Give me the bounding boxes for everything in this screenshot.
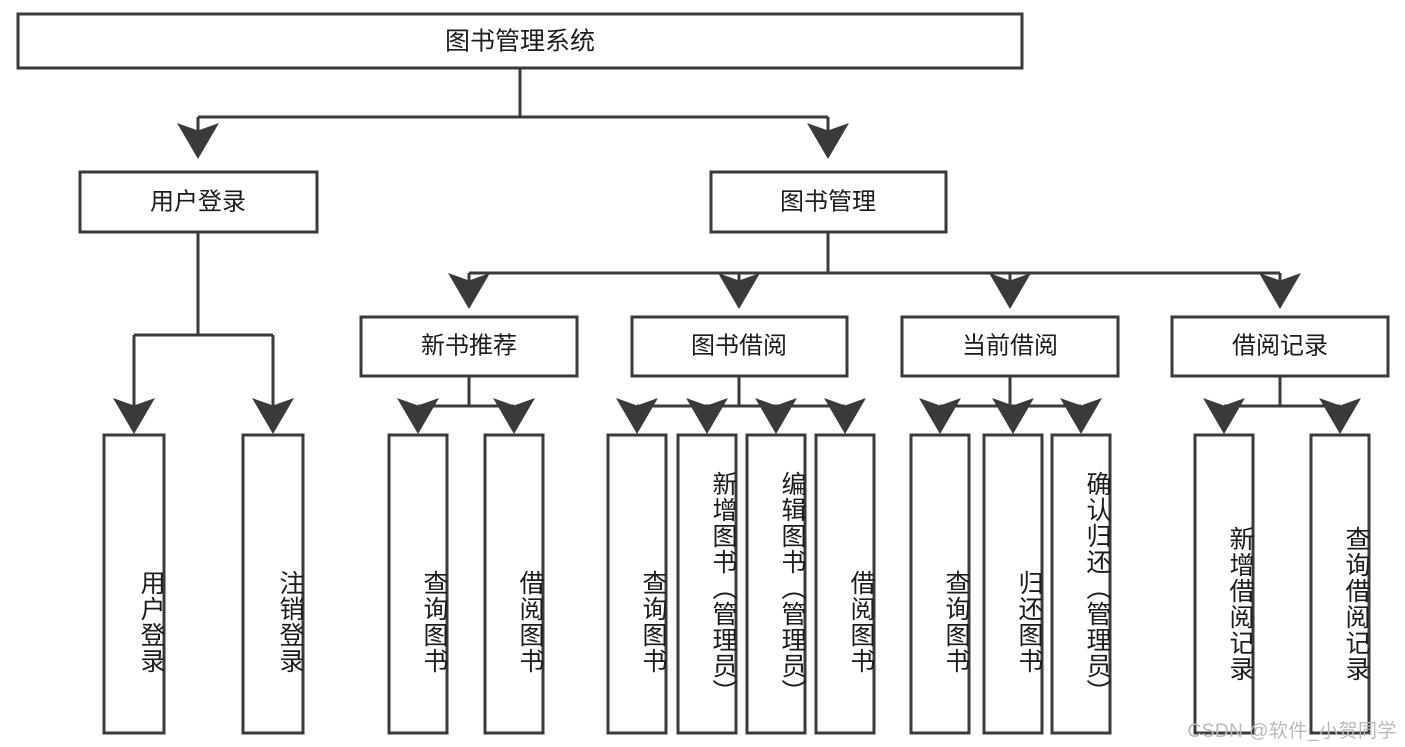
node-root[interactable]: 图书管理系统 bbox=[16, 12, 1024, 70]
node-book-borrow-label: 图书借阅 bbox=[691, 332, 787, 359]
leaf-box-new-book-2[interactable] bbox=[483, 433, 545, 735]
connector-group-user-login bbox=[113, 232, 294, 434]
node-book-manage[interactable]: 图书管理 bbox=[709, 170, 948, 234]
leaf-box-user-login-2[interactable] bbox=[241, 433, 305, 735]
node-new-book-recommend[interactable]: 新书推荐 bbox=[359, 315, 579, 378]
node-current-borrow-box[interactable] bbox=[900, 315, 1120, 378]
node-borrow-record-box[interactable] bbox=[1170, 315, 1390, 378]
leaf-box-current-borrow-1[interactable] bbox=[909, 433, 971, 735]
node-root-label: 图书管理系统 bbox=[445, 28, 595, 56]
node-new-book-recommend-label: 新书推荐 bbox=[421, 332, 517, 359]
node-user-login-label: 用户登录 bbox=[150, 188, 246, 215]
leaf-box-book-borrow-2[interactable] bbox=[676, 433, 738, 735]
connector-group-new-book bbox=[397, 376, 535, 434]
connector-group-borrow-record bbox=[1203, 376, 1361, 434]
leaf-box-book-borrow-1[interactable] bbox=[606, 433, 668, 735]
node-borrow-record-label: 借阅记录 bbox=[1232, 332, 1328, 359]
node-book-borrow-box[interactable] bbox=[630, 315, 849, 378]
connector-group-root bbox=[177, 68, 849, 159]
connector-group-book-borrow bbox=[616, 376, 866, 434]
watermark-label: CSDN @软件_小贺同学 bbox=[1187, 721, 1397, 742]
node-book-borrow[interactable]: 图书借阅 bbox=[630, 315, 849, 378]
leaf-box-book-borrow-4[interactable] bbox=[814, 433, 876, 735]
node-current-borrow-label: 当前借阅 bbox=[962, 332, 1058, 359]
node-book-manage-label: 图书管理 bbox=[780, 188, 876, 215]
node-user-login-box[interactable] bbox=[78, 170, 319, 234]
node-current-borrow[interactable]: 当前借阅 bbox=[900, 315, 1120, 378]
leaf-box-book-borrow-3[interactable] bbox=[745, 433, 807, 735]
connector-group-current-borrow bbox=[919, 376, 1102, 434]
leaf-box-borrow-record-1[interactable] bbox=[1193, 433, 1255, 735]
connector-group-book-manage bbox=[448, 232, 1301, 309]
node-book-manage-box[interactable] bbox=[709, 170, 948, 234]
node-borrow-record[interactable]: 借阅记录 bbox=[1170, 315, 1390, 378]
leaf-box-borrow-record-2[interactable] bbox=[1309, 433, 1371, 735]
leaf-box-new-book-1[interactable] bbox=[387, 433, 449, 735]
node-user-login[interactable]: 用户登录 bbox=[78, 170, 319, 234]
leaf-box-user-login-1[interactable] bbox=[102, 433, 166, 735]
leaf-box-current-borrow-3[interactable] bbox=[1050, 433, 1112, 735]
node-root-box[interactable] bbox=[16, 12, 1024, 70]
leaf-box-current-borrow-2[interactable] bbox=[982, 433, 1044, 735]
node-new-book-recommend-box[interactable] bbox=[359, 315, 579, 378]
